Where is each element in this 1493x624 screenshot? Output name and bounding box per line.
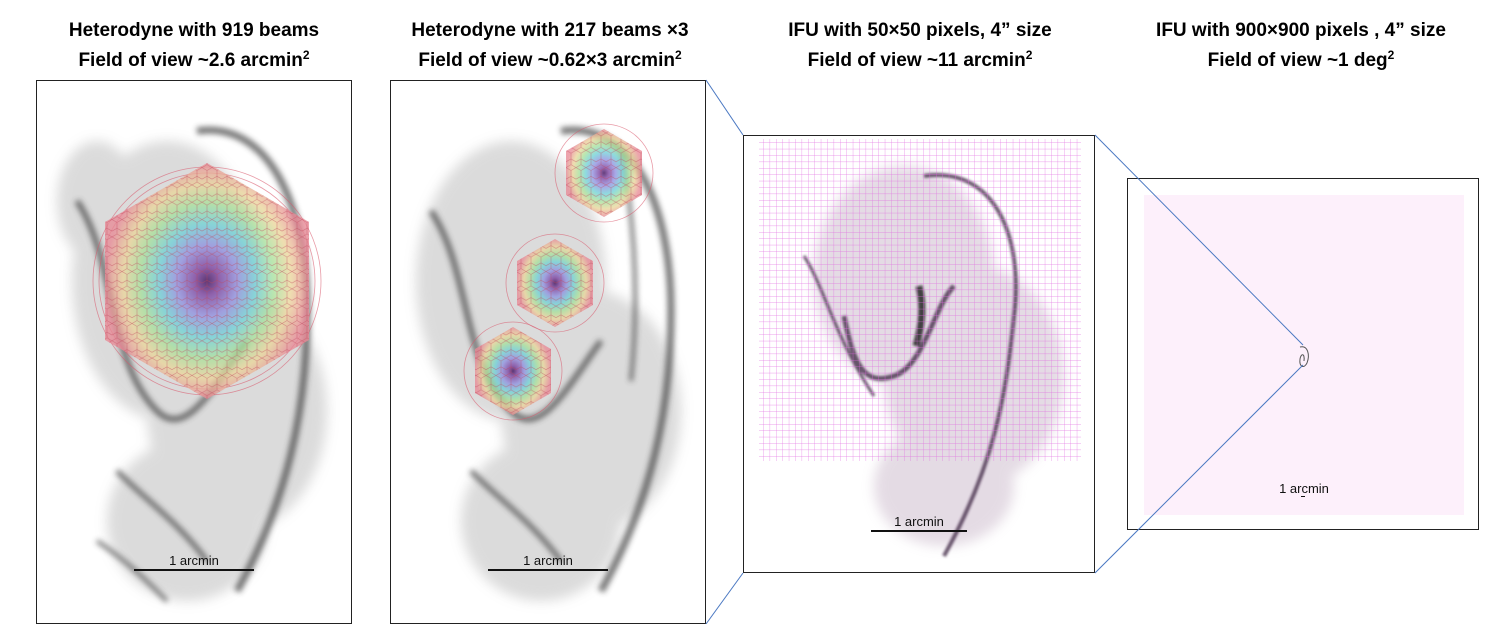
panel-4-title-line2: Field of view ~1 deg2 bbox=[1207, 48, 1395, 71]
panel-3-title-line2: Field of view ~11 arcmin2 bbox=[807, 48, 1033, 71]
ifu-grid bbox=[759, 139, 1081, 461]
panel-3-title: IFU with 50×50 pixels, 4” size Field of … bbox=[750, 16, 1090, 76]
scale-bar-2: 1 arcmin bbox=[488, 553, 608, 571]
panel-2-image: 1 arcmin bbox=[390, 80, 706, 624]
beam-hexagon-middle bbox=[505, 233, 605, 333]
beam-hexagon-top bbox=[554, 123, 654, 223]
connector-2-3-bottom bbox=[705, 572, 744, 624]
panel-3-svg bbox=[759, 139, 1081, 557]
scale-bar-1: 1 arcmin bbox=[134, 553, 254, 571]
panel-2-title: Heterodyne with 217 beams ×3 Field of vi… bbox=[380, 16, 720, 76]
panel-3-title-line1: IFU with 50×50 pixels, 4” size bbox=[788, 20, 1052, 41]
panel-4-title-line1: IFU with 900×900 pixels , 4” size bbox=[1156, 20, 1446, 41]
panel-3-image: 1 arcmin bbox=[743, 135, 1095, 573]
panel-4-title: IFU with 900×900 pixels , 4” size Field … bbox=[1130, 16, 1472, 76]
panel-2-title-line2: Field of view ~0.62×3 arcmin2 bbox=[418, 48, 682, 71]
panel-1-svg bbox=[57, 126, 327, 603]
panel-1-title-line2: Field of view ~2.6 arcmin2 bbox=[78, 48, 310, 71]
panel-1-title-line1: Heterodyne with 919 beams bbox=[68, 20, 320, 41]
beam-hexagon-large bbox=[92, 163, 322, 399]
scale-bar-3: 1 arcmin bbox=[871, 514, 967, 532]
ifu-field bbox=[1144, 195, 1464, 515]
beam-hexagon-bottom bbox=[463, 321, 563, 421]
connector-2-3-top bbox=[705, 79, 744, 136]
scale-bar-4: 1 arcmin bbox=[1279, 481, 1329, 496]
scale-bar-4-tick bbox=[1301, 496, 1305, 497]
panel-4-image: 1 arcmin bbox=[1127, 178, 1479, 530]
panel-2-title-line1: Heterodyne with 217 beams ×3 bbox=[411, 20, 689, 41]
panel-1-title: Heterodyne with 919 beams Field of view … bbox=[36, 16, 352, 76]
panel-2-svg bbox=[416, 123, 681, 601]
panel-1-image: 1 arcmin bbox=[36, 80, 352, 624]
panel-4-svg bbox=[1144, 195, 1464, 515]
